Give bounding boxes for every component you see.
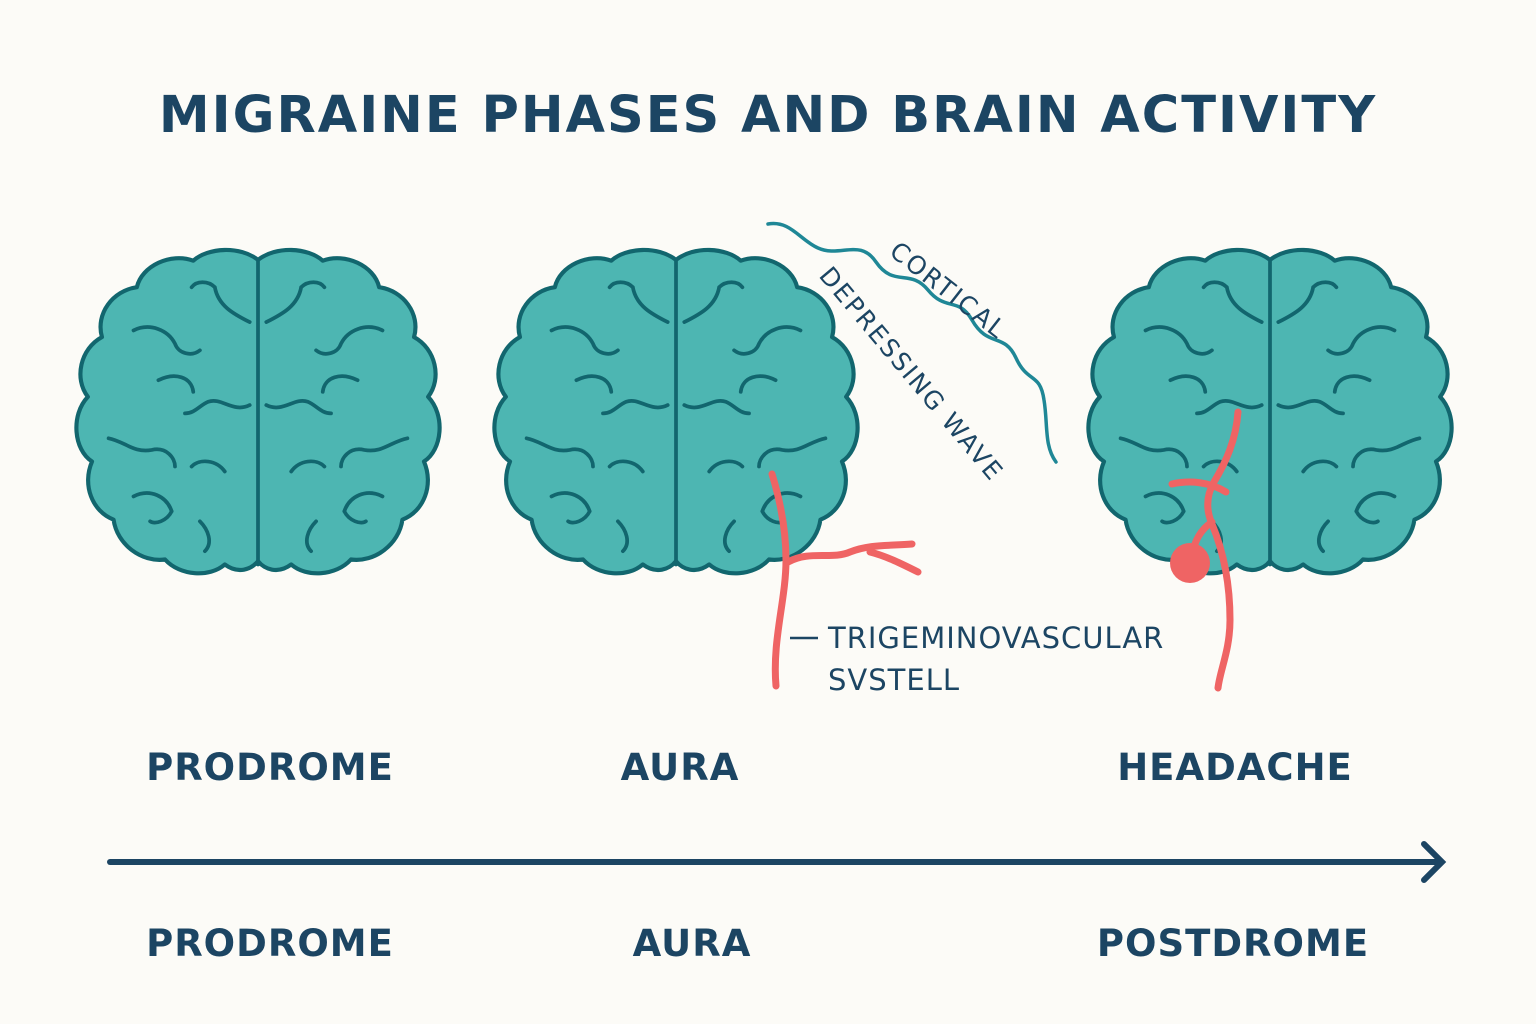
wave-label-line1: CORTICAL [884,236,1012,345]
brain-icon-prodrome [76,250,439,573]
brain-phase-label-2: AURA [621,746,740,789]
vessel-label-line2: SVSTELL [828,663,960,697]
timeline-label-1: PRODROME [146,922,394,965]
diagram-title: MIGRAINE PHASES AND BRAIN ACTIVITY [159,86,1377,145]
wave-icon [766,221,1058,464]
vessel-label-line1: TRIGEMINOVASCULAR [827,621,1164,655]
timeline-label-3: POSTDROME [1097,922,1369,965]
timeline-label-2: AURA [633,922,752,965]
brain-phase-label-3: HEADACHE [1117,746,1353,789]
arrow-right-icon [1421,841,1447,883]
blood-vessel-icon-aura [768,470,922,690]
brain-phase-label-1: PRODROME [146,746,394,789]
blood-vessel-icon-headache [1168,408,1242,692]
aneurysm-dot [1170,543,1210,583]
brain-icon-aura [494,250,857,573]
brain-icon-headache [1088,250,1451,573]
